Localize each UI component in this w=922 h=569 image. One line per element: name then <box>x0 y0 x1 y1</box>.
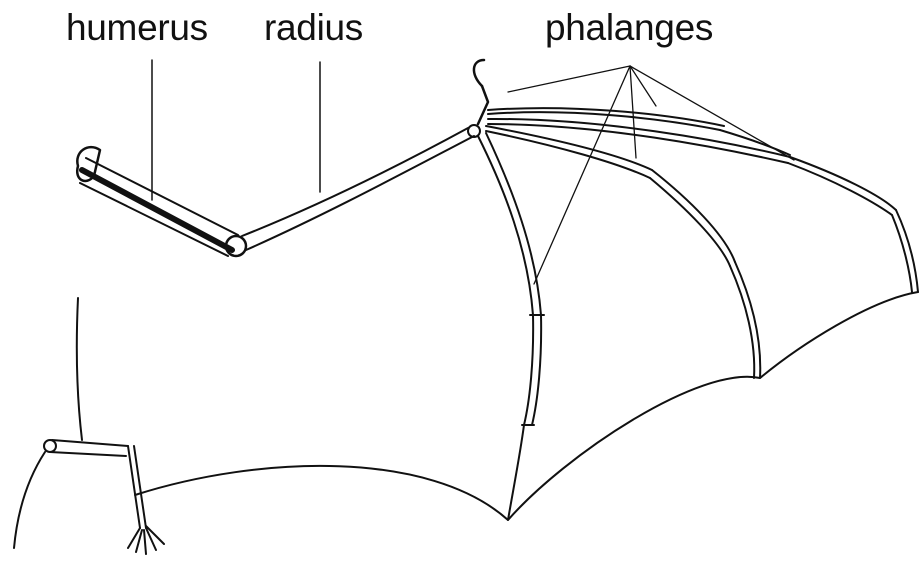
radius-bone <box>242 128 474 250</box>
humerus-label: humerus <box>66 4 208 52</box>
digit-3-phalanges <box>488 119 918 292</box>
thumb <box>474 60 488 124</box>
humerus-bone <box>77 147 246 256</box>
digit-5-phalanges <box>478 133 544 520</box>
hind-leg <box>44 440 164 554</box>
digit-4-phalanges <box>486 126 760 378</box>
radius-label: radius <box>264 4 363 52</box>
wing-membrane-outline <box>135 292 918 520</box>
phalanges-label: phalanges <box>545 4 713 52</box>
uropatagium-edge <box>14 452 45 548</box>
phalanges-leader-lines <box>508 66 794 284</box>
body-outline <box>77 298 82 440</box>
